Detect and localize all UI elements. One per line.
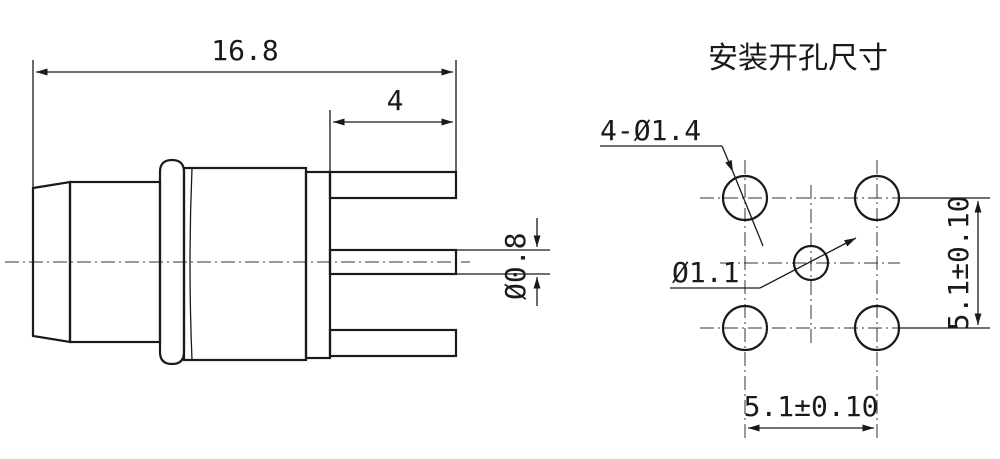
center-pin (328, 248, 458, 276)
connector-rear-body (182, 166, 308, 362)
connector-side-view (5, 158, 470, 366)
center-hole (792, 244, 830, 282)
mounting-hole-top-right (853, 174, 901, 222)
dimension-pin-extension: 4 (329, 84, 453, 172)
dimension-center-pin: Ø0.8 (456, 218, 550, 306)
center-hole-callout: Ø1.1 (672, 256, 739, 289)
mounting-hole-top-left (721, 174, 769, 222)
callout-mounting-holes: 4-Ø1.4 (600, 114, 764, 247)
upper-ground-pin (328, 170, 458, 200)
callout-center-hole: Ø1.1 (670, 237, 857, 289)
mounting-hole-bottom-right (853, 304, 901, 352)
vertical-pitch-label: 5.1±0.10 (942, 196, 975, 331)
center-pin-diameter-label: Ø0.8 (499, 233, 532, 300)
hole-pattern (700, 160, 930, 440)
overall-length-label: 16.8 (211, 34, 278, 67)
pin-extension-label: 4 (387, 84, 404, 117)
dimension-horizontal-pitch: 5.1±0.10 (744, 390, 879, 432)
mounting-hole-bottom-left (721, 304, 769, 352)
pin-base (304, 170, 332, 360)
mounting-hole-callout: 4-Ø1.4 (600, 114, 701, 147)
dimension-overall-length: 16.8 (32, 34, 457, 190)
lower-ground-pin (328, 328, 458, 358)
horizontal-pitch-label: 5.1±0.10 (744, 390, 879, 423)
rear-body-edge (189, 167, 193, 361)
mounting-title: 安装开孔尺寸 (708, 41, 888, 76)
dimension-vertical-pitch: 5.1±0.10 (900, 196, 990, 331)
